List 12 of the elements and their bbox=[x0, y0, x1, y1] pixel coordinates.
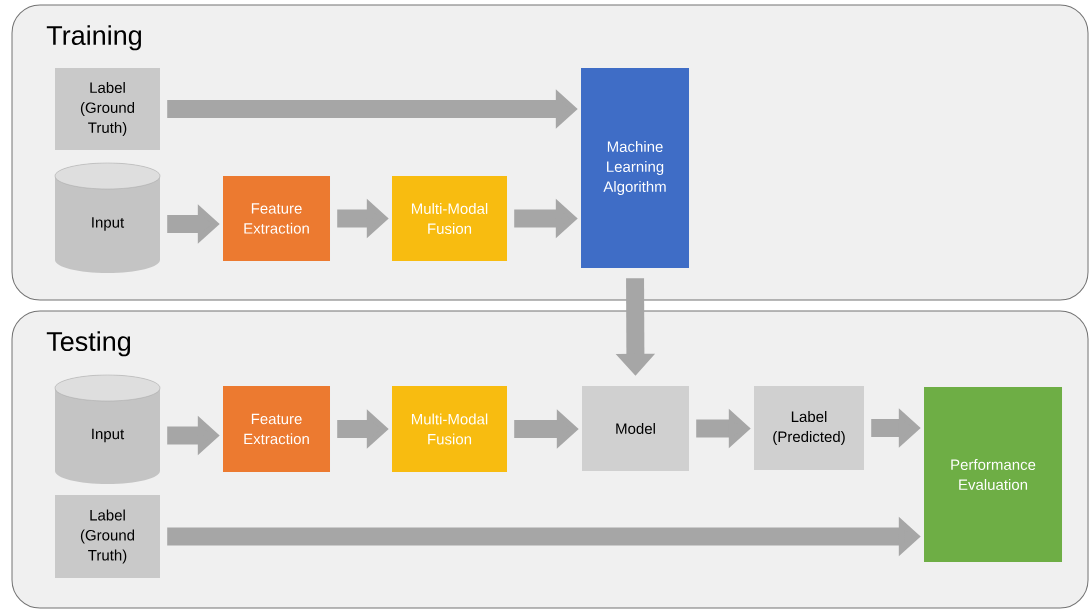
database-cylinder: Input bbox=[54, 374, 161, 484]
process-box: Multi-Modal Fusion bbox=[392, 386, 507, 472]
process-box: Feature Extraction bbox=[223, 176, 330, 261]
process-box: Performance Evaluation bbox=[924, 387, 1062, 562]
label-box: Label (Ground Truth) bbox=[55, 68, 160, 150]
database-cylinder: Input bbox=[54, 162, 161, 273]
label-box: Label (Ground Truth) bbox=[55, 495, 160, 578]
process-box: Feature Extraction bbox=[223, 386, 330, 472]
process-box: Multi-Modal Fusion bbox=[392, 176, 507, 261]
label-box: Label (Predicted) bbox=[754, 386, 864, 470]
model-box: Model bbox=[582, 386, 689, 471]
process-box: Machine Learning Algorithm bbox=[581, 68, 689, 268]
